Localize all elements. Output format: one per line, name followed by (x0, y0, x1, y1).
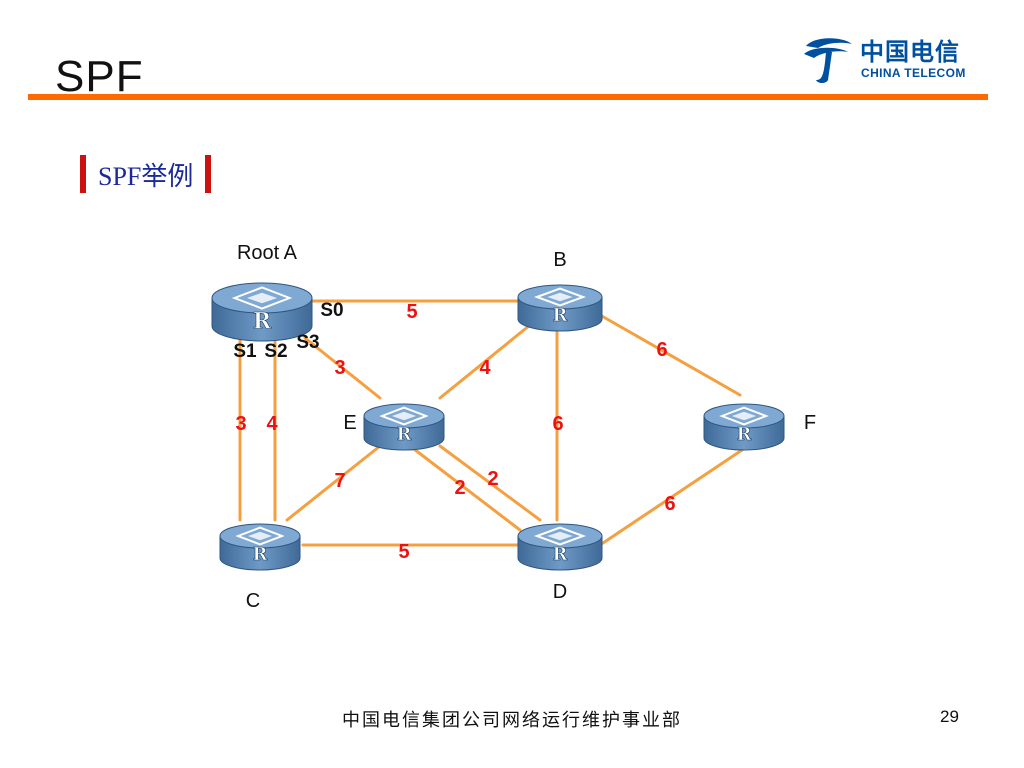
interface-label-S2: S2 (264, 341, 287, 362)
router-D: R (517, 523, 603, 571)
title-underline (28, 94, 988, 100)
router-glyph: R (553, 305, 569, 326)
router-glyph: R (737, 424, 753, 445)
cost-label-A-C: 3 (235, 413, 246, 435)
link-E-C (285, 444, 382, 522)
heading-marker-right (205, 155, 212, 193)
cost-label-D-F: 6 (664, 493, 675, 515)
link-A-E (303, 336, 382, 400)
network-links (238, 299, 747, 547)
footer-text: 中国电信集团公司网络运行维护事业部 (342, 710, 682, 731)
router-glyph: R (553, 544, 569, 565)
node-label-B: B (553, 249, 566, 271)
router-glyph: R (253, 308, 272, 334)
heading-marker-left (80, 155, 86, 193)
node-label-D: D (553, 581, 567, 603)
router-glyph: R (253, 544, 269, 565)
telecom-emblem-icon (804, 38, 852, 83)
cost-label-A-C: 4 (266, 413, 278, 435)
logo-text-cn: 中国电信 (860, 38, 960, 66)
node-label-C: C (246, 590, 260, 612)
router-E: R (363, 403, 445, 451)
interface-label-S1: S1 (233, 341, 257, 362)
router-glyph: R (397, 424, 413, 445)
cost-label-A-B: 5 (406, 301, 417, 323)
heading-text-cn: 举例 (141, 161, 194, 192)
cost-label-E-D: 2 (487, 468, 498, 490)
link-B-F (598, 313, 742, 397)
cost-label-A-E: 3 (334, 357, 345, 379)
heading-text: SPF (98, 161, 142, 191)
china-telecom-logo: 中国电信 CHINA TELECOM (798, 30, 990, 86)
node-label-E: E (343, 412, 356, 434)
node-label-A: Root A (237, 242, 298, 264)
router-B: R (517, 284, 603, 332)
cost-label-B-D: 6 (552, 413, 563, 435)
link-D-F (598, 446, 747, 547)
section-heading: SPF举例 (80, 152, 212, 196)
routers: R R R R R R (211, 282, 785, 571)
cost-label-C-D: 5 (398, 541, 409, 563)
router-F: R (703, 403, 785, 451)
cost-label-E-D: 2 (454, 477, 465, 499)
cost-label-E-C: 7 (334, 470, 345, 492)
router-A: R (211, 282, 313, 342)
slide-title: SPF (55, 52, 144, 101)
page-number: 29 (940, 707, 959, 726)
link-E-D (438, 444, 542, 522)
cost-label-B-F: 6 (656, 339, 667, 361)
link-E-D (408, 444, 522, 532)
node-label-F: F (804, 412, 816, 434)
interface-label-S0: S0 (320, 300, 343, 321)
logo-text-en: CHINA TELECOM (861, 66, 966, 80)
link-B-E (438, 323, 532, 400)
router-C: R (219, 523, 301, 571)
interface-label-S3: S3 (296, 332, 319, 353)
cost-label-B-E: 4 (479, 357, 491, 379)
